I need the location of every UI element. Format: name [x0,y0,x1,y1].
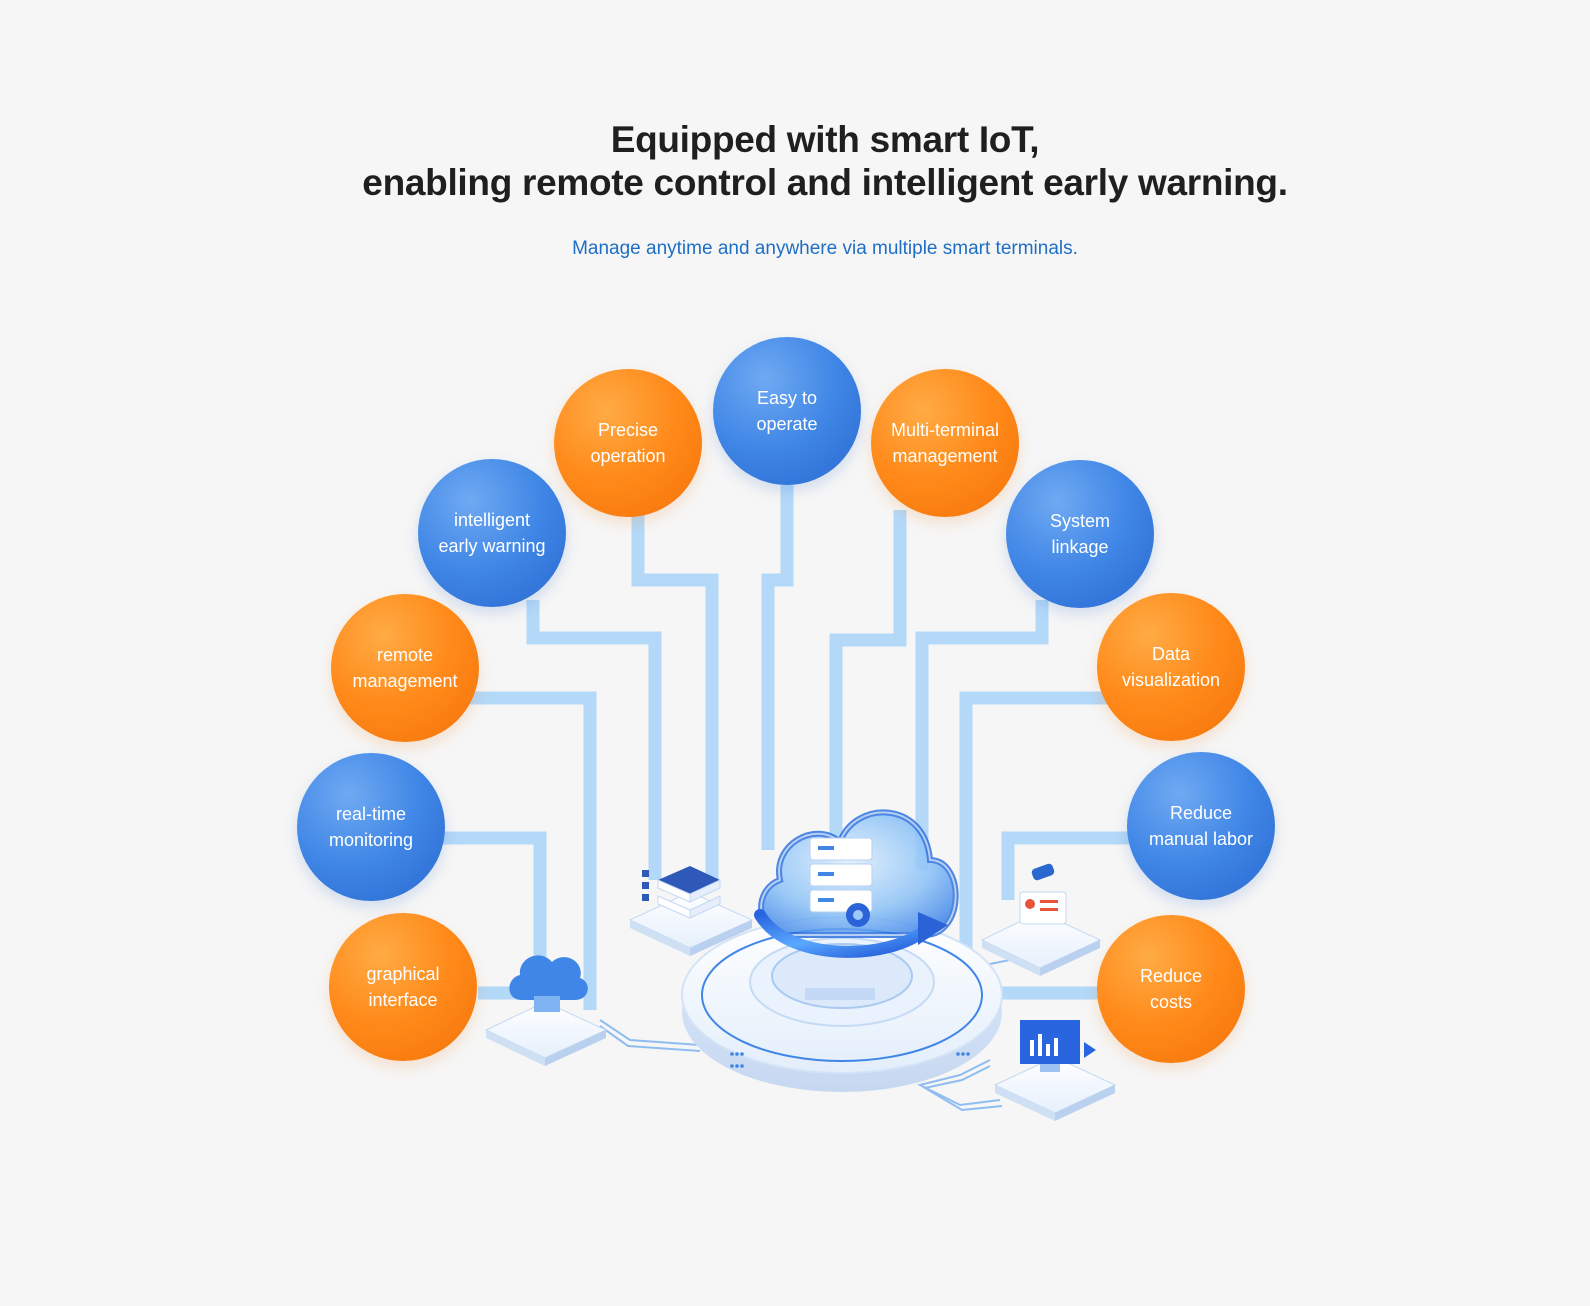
title-line-2: enabling remote control and intelligent … [362,162,1288,203]
camera-icon [980,863,1102,976]
connector-multi-terminal [829,510,907,850]
analytics-monitor-icon [993,1020,1117,1121]
feature-bubble-system-linkage: System linkage [1006,460,1154,608]
connector-data-visualization [959,691,1110,960]
connector-system-linkage [915,600,1049,870]
title-line-1: Equipped with smart IoT, [610,119,1040,160]
feature-bubble-precise-operation: Precise operation [554,369,702,517]
connector-reduce-manual-labor [1001,831,1130,900]
central-pedestal [681,916,1003,1092]
connector-intelligent-early-warning [526,600,662,880]
feature-bubble-graphical-interface: graphical interface [329,913,477,1061]
page-subtitle: Manage anytime and anywhere via multiple… [572,238,1078,259]
connector-easy-to-operate [761,480,794,850]
feature-bubble-easy-to-operate: Easy to operate [713,337,861,485]
connector-remote-management [470,691,597,1010]
page-title: Equipped with smart IoT, enabling remote… [0,118,1590,204]
server-stack-icon [628,866,754,956]
cable-lines [599,949,1014,1112]
feature-bubble-reduce-costs: Reduce costs [1097,915,1245,1063]
feature-bubble-data-visualization: Data visualization [1097,593,1245,741]
feature-bubble-remote-management: remote management [331,594,479,742]
feature-bubble-reduce-manual-labor: Reduce manual labor [1127,752,1275,900]
cloud-server-icon [754,809,959,958]
feature-bubble-real-time-monitoring: real-time monitoring [297,753,445,901]
cloud-upload-icon [484,955,608,1066]
feature-bubble-multi-terminal-management: Multi-terminal management [871,369,1019,517]
connector-lines [440,480,1130,1010]
connector-real-time-monitoring [440,831,547,990]
feature-bubble-intelligent-early-warning: intelligent early warning [418,459,566,607]
connector-precise-operation [631,510,719,880]
